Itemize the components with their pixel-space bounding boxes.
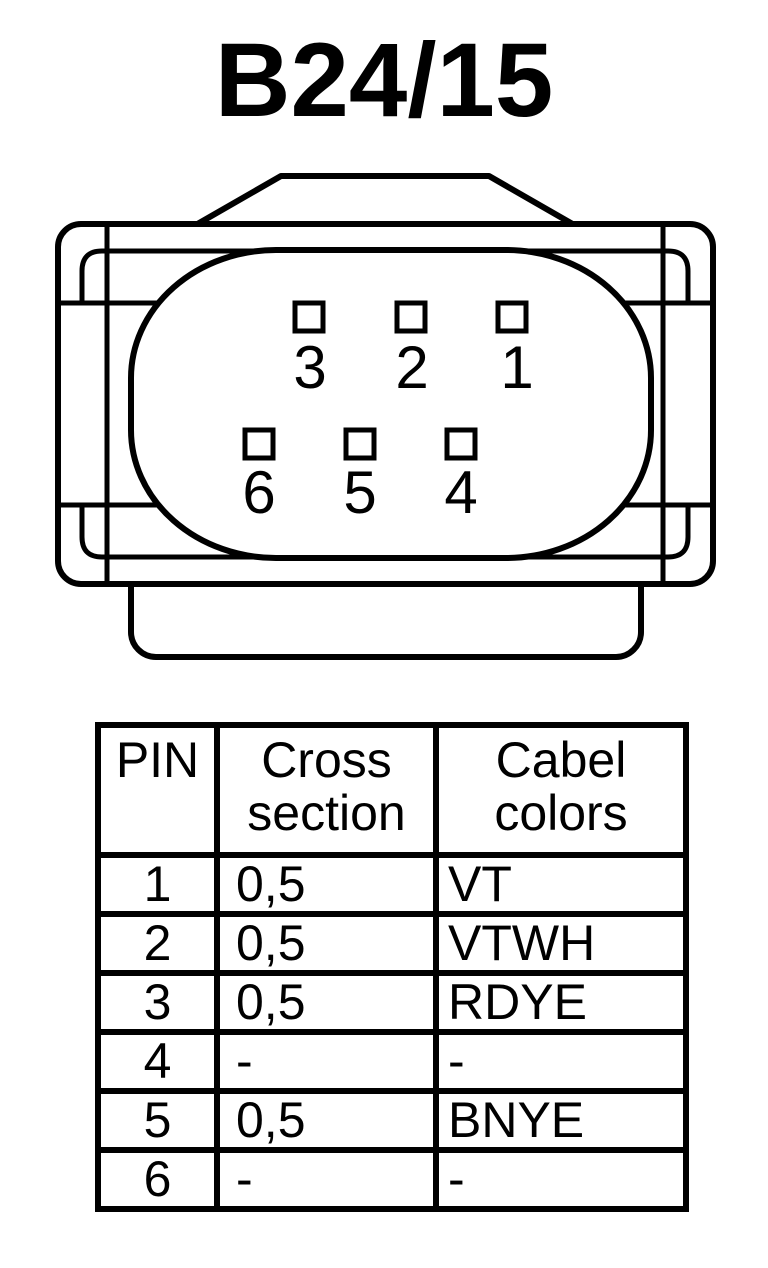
pin-5-square <box>343 427 377 461</box>
row-3-color: RDYE <box>433 970 689 1035</box>
row-4-cross: - <box>214 1029 439 1094</box>
pin-6-square <box>242 427 276 461</box>
pin-table: PIN Cross section Cabel colors 1 0,5 VT … <box>95 722 689 1212</box>
connector-diagram: 3 2 1 6 5 4 <box>55 173 716 660</box>
pin-2-square <box>394 300 428 334</box>
table-row: 2 0,5 VTWH <box>95 911 689 976</box>
connector-oval-face <box>128 247 654 561</box>
row-1-color: VT <box>433 852 689 917</box>
pin-3-square <box>292 300 326 334</box>
row-6-color: - <box>433 1147 689 1212</box>
pin-4-label: 4 <box>444 459 477 526</box>
table-row: 5 0,5 BNYE <box>95 1088 689 1153</box>
row-1-cross: 0,5 <box>214 852 439 917</box>
pin-5-label: 5 <box>343 459 376 526</box>
row-2-cross: 0,5 <box>214 911 439 976</box>
pin-1-square <box>495 300 529 334</box>
pin-3-label: 3 <box>293 334 326 401</box>
row-6-cross: - <box>214 1147 439 1212</box>
connector-cavity-lines <box>104 227 666 581</box>
header-cable-colors: Cabel colors <box>433 722 689 858</box>
pin-table-header-row: PIN Cross section Cabel colors <box>95 722 689 858</box>
connector-pins: 3 2 1 6 5 4 <box>242 300 534 526</box>
table-row: 4 - - <box>95 1029 689 1094</box>
row-4-color: - <box>433 1029 689 1094</box>
row-5-cross: 0,5 <box>214 1088 439 1153</box>
header-cross-section: Cross section <box>214 722 439 858</box>
row-6-pin: 6 <box>95 1147 220 1212</box>
row-2-color: VTWH <box>433 911 689 976</box>
row-3-cross: 0,5 <box>214 970 439 1035</box>
pin-2-label: 2 <box>395 334 428 401</box>
table-row: 6 - - <box>95 1147 689 1212</box>
pin-1-label: 1 <box>500 334 533 401</box>
row-5-pin: 5 <box>95 1088 220 1153</box>
row-5-color: BNYE <box>433 1088 689 1153</box>
header-pin: PIN <box>95 722 220 858</box>
row-4-pin: 4 <box>95 1029 220 1094</box>
table-row: 3 0,5 RDYE <box>95 970 689 1035</box>
row-2-pin: 2 <box>95 911 220 976</box>
row-1-pin: 1 <box>95 852 220 917</box>
pin-6-label: 6 <box>242 459 275 526</box>
pin-4-square <box>444 427 478 461</box>
table-row: 1 0,5 VT <box>95 852 689 917</box>
connector-title: B24/15 <box>214 22 554 139</box>
row-3-pin: 3 <box>95 970 220 1035</box>
